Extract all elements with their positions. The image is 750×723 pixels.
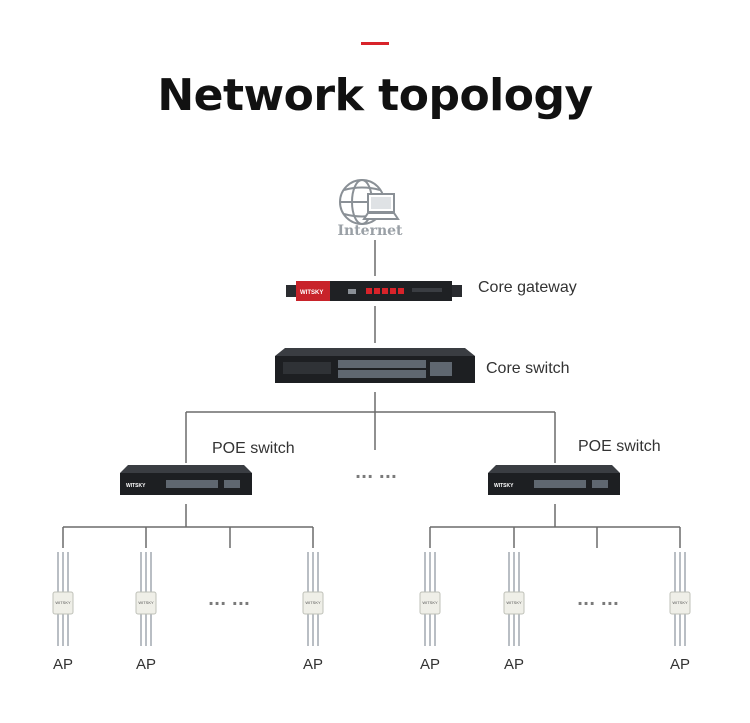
access-point-device: WITSKY [135, 552, 157, 646]
globe-laptop-icon [339, 179, 400, 225]
ap-body [669, 591, 691, 615]
poe-switch-device: WITSKY [120, 465, 252, 495]
ap-label: AP [52, 656, 73, 673]
gateway-brand: WITSKY [300, 290, 323, 296]
access-point-device: WITSKY [419, 552, 441, 646]
ap-brand: WITSKY [506, 600, 522, 605]
ap-brand: WITSKY [672, 600, 688, 605]
access-point-device: WITSKY [503, 552, 525, 646]
ap-body [419, 591, 441, 615]
ellipsis-aps-right: ··· ··· [577, 594, 619, 613]
access-point-device: WITSKY [669, 552, 691, 646]
core-switch-label: Core switch [486, 360, 570, 377]
ellipsis-aps-left: ··· ··· [208, 594, 250, 613]
poe-switch-brand: WITSKY [494, 483, 514, 489]
ap-label: AP [419, 656, 440, 673]
ap-label: AP [669, 656, 690, 673]
access-point-device: WITSKY [52, 552, 74, 646]
ap-brand: WITSKY [138, 600, 154, 605]
poe-switch-label-left: POE switch [212, 440, 295, 457]
ellipsis-switches: ··· ··· [355, 467, 397, 486]
internet-label: Internet [337, 223, 403, 239]
poe-switch-device: WITSKY [488, 465, 620, 495]
access-points: WITSKY WITSKY WITSKY WITSKY WITSKY WITSKY [52, 552, 691, 646]
access-point-device: WITSKY [302, 552, 324, 646]
connection-lines [62, 240, 681, 548]
ap-brand: WITSKY [305, 600, 321, 605]
accent-bar [361, 42, 389, 45]
gateway-ports [366, 288, 404, 294]
ap-brand: WITSKY [55, 600, 71, 605]
ap-label: AP [302, 656, 323, 673]
core-gateway-label: Core gateway [478, 279, 577, 296]
core-switch-ports [338, 360, 452, 378]
ap-body [302, 591, 324, 615]
core-gateway-device: WITSKY [286, 281, 462, 301]
ap-body [52, 591, 74, 615]
ap-body [135, 591, 157, 615]
ap-label: AP [135, 656, 156, 673]
poe-switch-label-right: POE switch [578, 438, 661, 455]
ap-label: AP [503, 656, 524, 673]
page-title: Network topology [157, 70, 593, 121]
ap-brand: WITSKY [422, 600, 438, 605]
poe-switch-brand: WITSKY [126, 483, 146, 489]
core-switch-device [275, 348, 475, 383]
ap-body [503, 591, 525, 615]
